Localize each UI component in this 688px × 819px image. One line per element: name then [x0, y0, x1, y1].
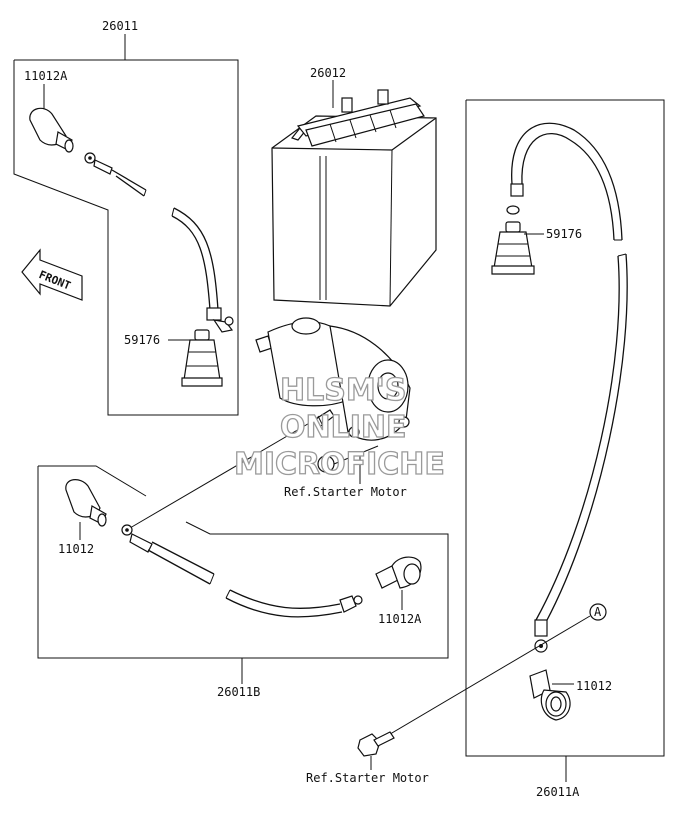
- ref-starter-motor-bottom: Ref.Starter Motor: [306, 771, 429, 785]
- bolt-starter-motor: [357, 731, 395, 757]
- watermark-line-1: HLSM'S: [280, 373, 406, 408]
- terminal-cap-11012-bottom-left: [65, 479, 107, 527]
- protective-boot-59176-right: [491, 221, 535, 275]
- terminal-cap-11012-right: [529, 669, 571, 721]
- washer-right: [506, 205, 520, 215]
- group-box-26011b: [37, 465, 449, 684]
- marker-a-mid-label: A: [322, 457, 330, 471]
- label-26011a: 26011A: [536, 785, 580, 799]
- protective-boot-59176-left: [181, 329, 223, 387]
- label-59176-right: 59176: [546, 227, 582, 241]
- watermark: HLSM'S ONLINE MICROFICHE: [233, 372, 445, 482]
- battery-cable-top-left: [84, 152, 234, 333]
- label-26012: 26012: [310, 66, 346, 80]
- group-box-26011: [13, 34, 239, 416]
- label-11012-right: 11012: [576, 679, 612, 693]
- ref-starter-motor-mid: Ref.Starter Motor: [284, 485, 407, 499]
- label-26011b: 26011B: [217, 685, 260, 699]
- battery-26012: [271, 89, 437, 307]
- label-11012a-bottom: 11012A: [378, 612, 422, 626]
- label-59176-left: 59176: [124, 333, 160, 347]
- battery-cable-right: [510, 122, 628, 653]
- label-11012a-top: 11012A: [24, 69, 68, 83]
- label-26011: 26011: [102, 19, 138, 33]
- label-11012-bottom-left: 11012: [58, 542, 94, 556]
- terminal-cap-11012a-bottom: [375, 556, 422, 589]
- marker-a-right-label: A: [594, 605, 602, 619]
- front-direction-arrow: FRONT: [21, 248, 83, 301]
- group-box-26011a: [465, 99, 665, 782]
- watermark-line-3: MICROFICHE: [234, 447, 445, 482]
- starter-motor: [255, 317, 411, 441]
- marker-a-right: [589, 603, 607, 621]
- watermark-line-2: ONLINE: [280, 410, 407, 445]
- terminal-cap-11012a-top: [29, 107, 74, 153]
- battery-cable-bottom: [121, 417, 363, 618]
